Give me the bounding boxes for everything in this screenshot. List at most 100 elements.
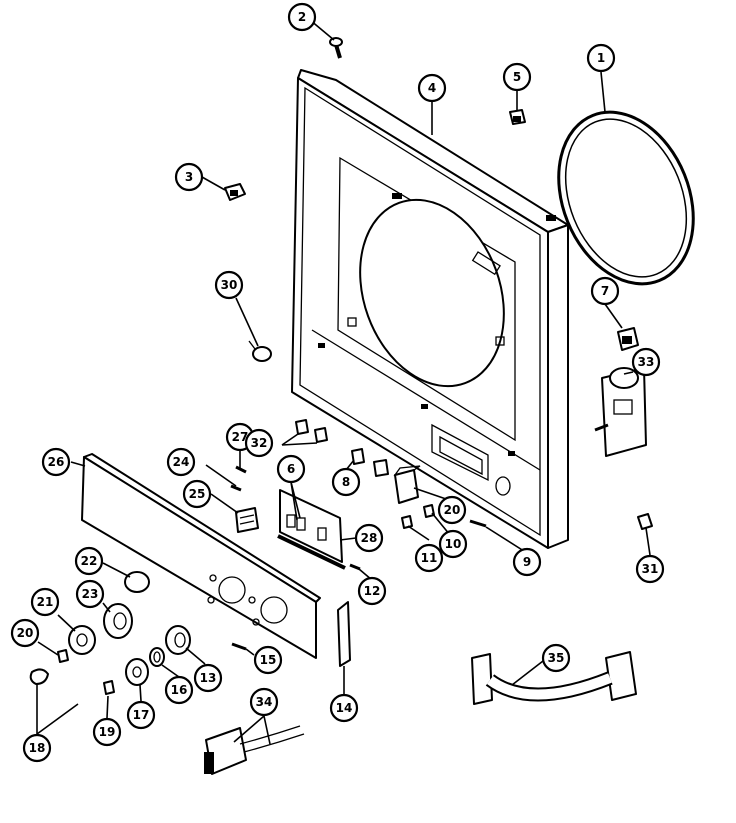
callout-7: 7	[590, 276, 620, 306]
callout-label: 22	[81, 554, 98, 568]
callout-label: 34	[256, 695, 273, 709]
callout-17: 17	[126, 700, 156, 730]
callout-label: 21	[37, 595, 54, 609]
screw-part-24	[230, 484, 242, 492]
clip-part-5	[509, 109, 526, 125]
clip-part-3	[224, 183, 246, 201]
callout-label: 26	[48, 455, 65, 469]
door-switch-part-33	[594, 367, 647, 457]
callout-label: 7	[601, 284, 609, 298]
knob-skirt-part-21	[68, 625, 96, 655]
callout-13: 13	[193, 663, 223, 693]
clip-part-10	[423, 504, 435, 518]
dial-part-23	[103, 603, 133, 639]
callout-label: 32	[251, 436, 268, 450]
callout-label: 19	[99, 725, 116, 739]
callout-label: 3	[185, 170, 193, 184]
callout-12: 12	[357, 576, 387, 606]
callout-label: 18	[29, 741, 46, 755]
callout-6: 6	[276, 454, 306, 484]
screw-part-15	[231, 642, 247, 651]
callout-19: 19	[92, 717, 122, 747]
callout-22: 22	[74, 546, 104, 576]
callout-label: 10	[445, 537, 462, 551]
mounting-bracket-part-6	[277, 489, 346, 570]
clip-part-square	[373, 459, 389, 477]
callout-label: 8	[342, 475, 350, 489]
knob-part-22	[124, 571, 150, 593]
callout-label: 9	[523, 555, 531, 569]
callout-label: 23	[82, 587, 99, 601]
callout-14: 14	[329, 693, 359, 723]
clip-part-11	[401, 515, 413, 529]
callout-21: 21	[30, 587, 60, 617]
callout-2: 2	[287, 2, 317, 32]
callout-25: 25	[182, 479, 212, 509]
callout-10: 10	[438, 529, 468, 559]
callout-label: 35	[548, 651, 565, 665]
callout-3: 3	[174, 162, 204, 192]
callout-30: 30	[214, 270, 244, 300]
clip-part-20	[57, 649, 69, 663]
callout-5: 5	[502, 62, 532, 92]
callout-label: 31	[642, 562, 659, 576]
callout-label: 2	[298, 10, 306, 24]
callout-26: 26	[41, 447, 71, 477]
callout-label: 4	[428, 81, 436, 95]
front-panel-part	[291, 69, 569, 549]
callout-label: 5	[513, 70, 521, 84]
clip-part-31	[637, 513, 653, 530]
callout-label: 13	[200, 671, 217, 685]
callout-16: 16	[164, 675, 194, 705]
knob-part-17	[125, 658, 149, 686]
callout-34: 34	[249, 687, 279, 717]
callout-label: 16	[171, 683, 188, 697]
callout-32: 32	[244, 428, 274, 458]
wire-harness-part-35	[471, 651, 637, 705]
callout-28: 28	[354, 523, 384, 553]
callout-label: 12	[364, 584, 381, 598]
callout-20-upper: 20	[437, 495, 467, 525]
callout-8: 8	[331, 467, 361, 497]
dial-part-13	[165, 625, 191, 655]
callout-18: 18	[22, 733, 52, 763]
callout-23: 23	[75, 579, 105, 609]
screw-part-9	[469, 519, 487, 528]
callout-label: 1	[597, 51, 605, 65]
connector-part-25	[235, 507, 259, 533]
callout-15: 15	[253, 645, 283, 675]
screw-part-2	[329, 37, 343, 59]
callout-label: 17	[133, 708, 150, 722]
clip-part-8	[351, 448, 365, 465]
leader-lines	[36, 19, 651, 745]
callout-35: 35	[541, 643, 571, 673]
callout-24: 24	[166, 447, 196, 477]
callout-1: 1	[586, 43, 616, 73]
callout-label: 24	[173, 455, 190, 469]
callout-label: 33	[638, 355, 655, 369]
catch-part-7	[617, 327, 639, 351]
callout-label: 15	[260, 653, 277, 667]
knob-part-19	[103, 680, 115, 695]
callout-label: 14	[336, 701, 353, 715]
screw-part-12	[349, 563, 361, 571]
callout-label: 25	[189, 487, 206, 501]
callout-label: 20	[444, 503, 461, 517]
door-seal-ring-part	[557, 110, 695, 286]
callout-label: 28	[361, 531, 378, 545]
callout-33: 33	[631, 347, 661, 377]
callout-11: 11	[414, 543, 444, 573]
clip-pair-part-32	[295, 419, 328, 443]
callout-label: 27	[232, 430, 249, 444]
spring-part-16	[149, 647, 165, 667]
screw-part-27	[235, 465, 247, 474]
control-panel-part	[81, 453, 321, 659]
callout-label: 6	[287, 462, 295, 476]
wire-harness-part-34	[204, 725, 305, 775]
switch-block-part-29	[393, 465, 421, 504]
callout-4: 4	[417, 73, 447, 103]
callout-label: 30	[221, 278, 238, 292]
callout-label: 11	[421, 551, 438, 565]
callout-label: 20	[17, 626, 34, 640]
